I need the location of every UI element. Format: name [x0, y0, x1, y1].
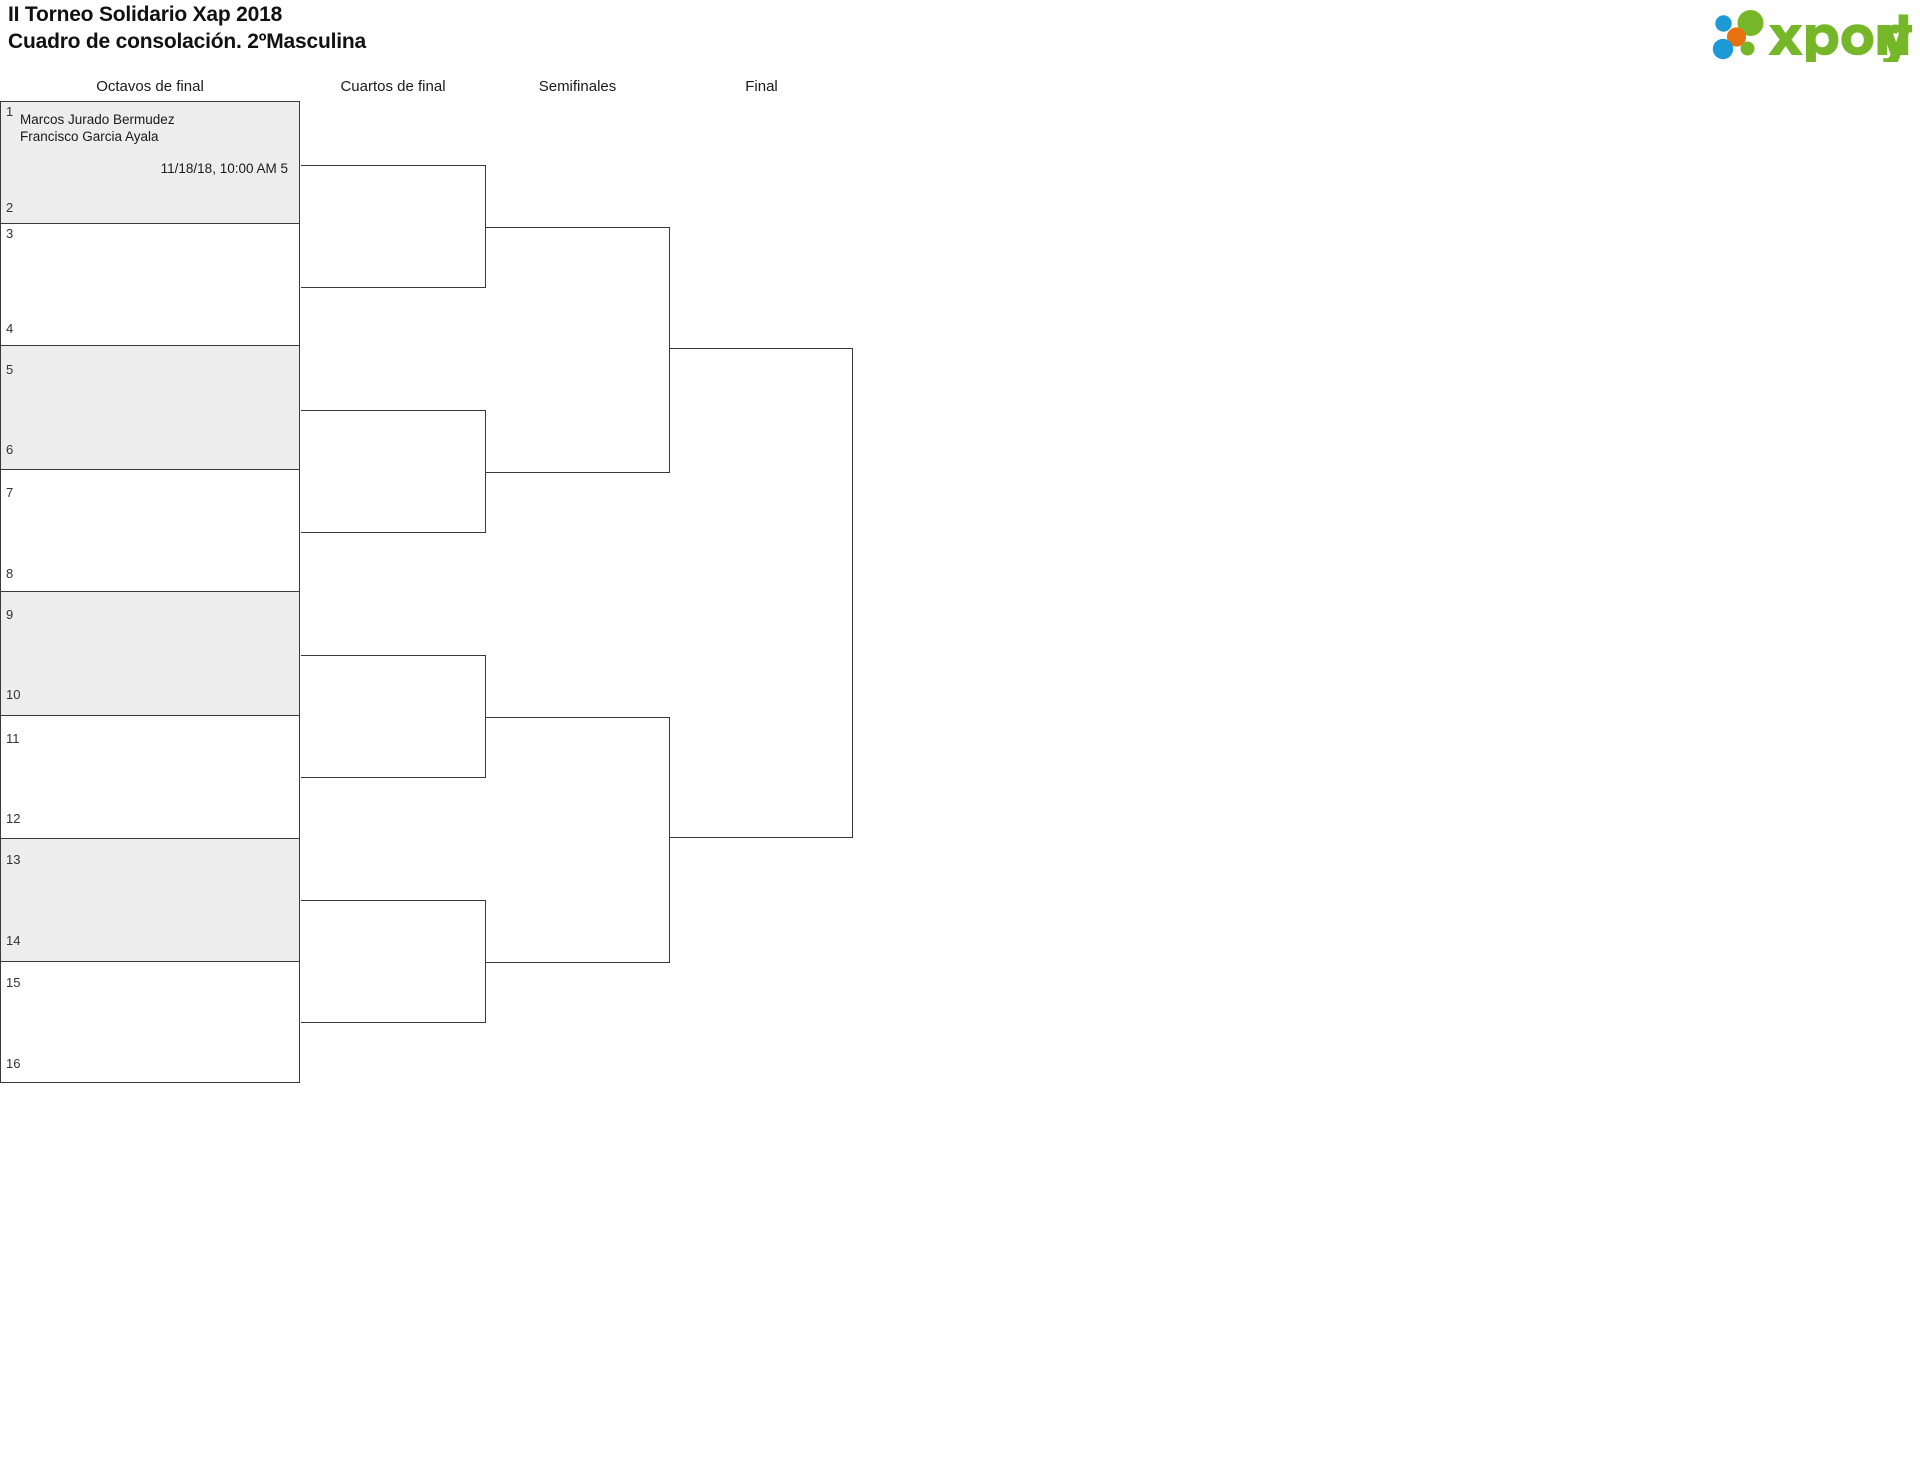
logo-dot-green-small — [1740, 41, 1755, 56]
player-name: Francisco Garcia Ayala — [20, 129, 159, 145]
bracket-subtitle: Cuadro de consolación. 2ºMasculina — [8, 29, 366, 53]
seed-row[interactable]: 11/18/18, 10:00 AM 5 2 — [0, 154, 300, 223]
seed-row[interactable]: 10 — [0, 673, 300, 716]
player-name: Marcos Jurado Bermudez — [20, 112, 175, 127]
seed-row[interactable]: 14 — [0, 920, 300, 962]
seed-row[interactable]: 6 — [0, 426, 300, 470]
seed-number: 7 — [6, 485, 14, 500]
seed-number: 5 — [6, 362, 14, 377]
logo-dot-orange — [1726, 27, 1747, 47]
seed-row[interactable]: 16 — [0, 1043, 300, 1083]
seed-number: 13 — [6, 852, 21, 867]
cuartos-match-slot[interactable] — [301, 410, 486, 533]
semifinal-match-slot[interactable] — [485, 717, 670, 963]
semifinal-match-slot[interactable] — [485, 227, 670, 473]
logo-dot-blue-small — [1715, 15, 1732, 32]
seed-number: 2 — [6, 200, 14, 215]
tournament-name: II Torneo Solidario Xap 2018 — [8, 3, 283, 26]
seed-number: 6 — [6, 442, 14, 457]
cuartos-match-slot[interactable] — [301, 900, 486, 1023]
seed-number: 4 — [6, 321, 14, 336]
seed-row[interactable]: 9 — [0, 592, 300, 673]
seed-row[interactable]: 3 — [0, 223, 300, 304]
xporty-logo[interactable] — [1712, 6, 1912, 62]
seed-row[interactable]: 7 — [0, 470, 300, 551]
seed-row[interactable]: 13 — [0, 839, 300, 920]
logo-dot-blue-large — [1712, 38, 1734, 60]
seed-row[interactable]: 12 — [0, 797, 300, 839]
seed-number: 16 — [6, 1056, 21, 1071]
seed-row[interactable]: 1 Marcos Jurado Bermudez Francisco Garci… — [0, 101, 300, 154]
match-info: 11/18/18, 10:00 AM 5 — [160, 161, 288, 176]
cuartos-match-slot[interactable] — [301, 165, 486, 288]
seed-number: 14 — [6, 933, 21, 948]
tournament-bracket: Octavos de final Cuartos de final Semifi… — [0, 0, 1000, 1150]
seed-number: 11 — [6, 731, 20, 746]
seed-number: 9 — [6, 607, 14, 622]
seed-players: Marcos Jurado Bermudez Francisco Garcia … — [20, 111, 175, 145]
seed-number: 15 — [6, 975, 21, 990]
seed-row[interactable]: 15 — [0, 962, 300, 1043]
seed-row[interactable]: 11 — [0, 716, 300, 797]
page-title: II Torneo Solidario Xap 2018 Cuadro de c… — [8, 2, 366, 56]
seed-row[interactable]: 5 — [0, 345, 300, 426]
final-match-slot[interactable] — [670, 348, 853, 838]
round-header-final: Final — [745, 78, 778, 95]
seed-number: 1 — [6, 104, 14, 119]
logo-dot-green-large — [1737, 10, 1764, 36]
round-header-semifinales: Semifinales — [538, 78, 617, 95]
round-header-cuartos: Cuartos de final — [340, 78, 446, 95]
cuartos-match-slot[interactable] — [301, 655, 486, 778]
seed-number: 12 — [6, 811, 21, 826]
round-header-octavos: Octavos de final — [96, 78, 204, 95]
seed-number: 8 — [6, 566, 14, 581]
seed-row[interactable]: 8 — [0, 551, 300, 592]
seed-number: 10 — [6, 687, 21, 702]
seed-number: 3 — [6, 226, 14, 241]
